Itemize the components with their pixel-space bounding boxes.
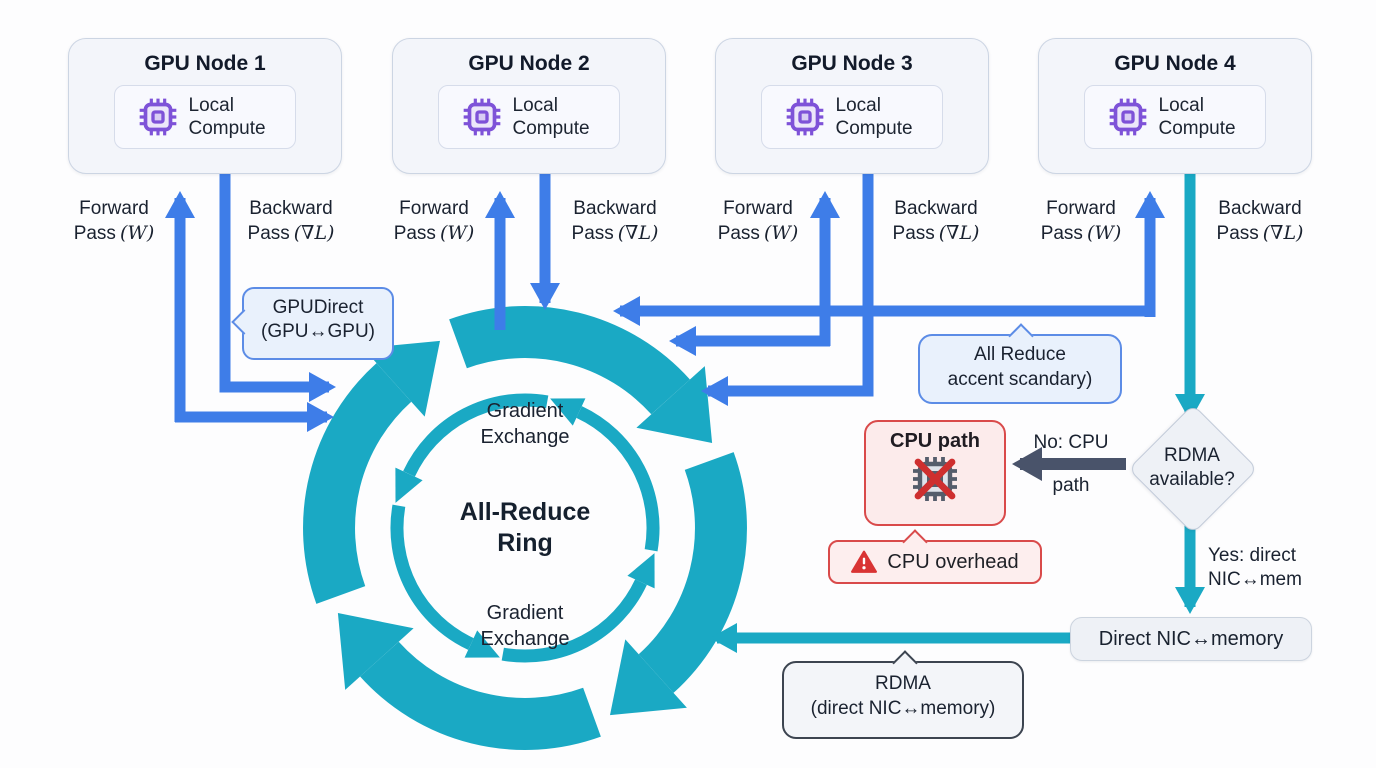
- direct-nic-memory-label: Direct NIC↔memory: [1098, 627, 1284, 650]
- all-reduce-ring-label: All-Reduce Ring: [459, 498, 591, 557]
- all-reduce-callout: All Reduce accent scandary): [918, 323, 1122, 404]
- gpu-node-4-title: GPU Node 4: [1114, 52, 1236, 75]
- n3-backward-arrow: [701, 172, 874, 406]
- chip-icon: [1109, 98, 1146, 136]
- local-compute-label-1: Local Compute: [188, 95, 266, 139]
- n1-backward-arrow: [219, 172, 336, 402]
- local-compute-label-3: Local Compute: [835, 95, 913, 139]
- local-compute-box-4: Local Compute: [1084, 85, 1266, 149]
- chip-icon: [786, 98, 823, 136]
- gpu-node-2-title: GPU Node 2: [468, 52, 590, 75]
- no-branch-label: No: CPU path: [1033, 432, 1109, 496]
- warning-icon: [851, 550, 878, 573]
- gpu-node-1-title: GPU Node 1: [144, 52, 266, 75]
- cpu-path-box: CPU path: [864, 420, 1006, 526]
- local-compute-box-3: Local Compute: [761, 85, 943, 149]
- gradient-exchange-bottom-label: Gradient Exchange: [480, 602, 570, 650]
- cpu-overhead-callout: CPU overhead: [828, 529, 1042, 584]
- chip-icon: [463, 98, 500, 136]
- local-compute-label-4: Local Compute: [1158, 95, 1236, 139]
- gpu-node-1: GPU Node 1 Local Compute: [68, 38, 342, 174]
- cpu-path-title: CPU path: [890, 430, 980, 452]
- gpu-node-4: GPU Node 4 Local Compute: [1038, 38, 1312, 174]
- decision-label: RDMA available?: [1149, 445, 1235, 490]
- direct-nic-memory-box: Direct NIC↔memory: [1070, 617, 1312, 661]
- local-compute-label-2: Local Compute: [512, 95, 590, 139]
- cpu-crossed-icon: [913, 457, 957, 501]
- gradient-exchange-top-label: Gradient Exchange: [480, 400, 570, 448]
- chip-icon: [139, 98, 176, 136]
- gpu-node-3-title: GPU Node 3: [791, 52, 913, 75]
- local-compute-box-1: Local Compute: [114, 85, 296, 149]
- rdma-available-decision: RDMA available?: [1127, 403, 1259, 535]
- gpudirect-callout: GPUDirect (GPU↔GPU): [231, 287, 394, 360]
- yes-branch-label: Yes: direct NIC↔mem: [1208, 545, 1302, 590]
- local-compute-box-2: Local Compute: [438, 85, 620, 149]
- gpu-node-3: GPU Node 3 Local Compute: [715, 38, 989, 174]
- gpu-node-2: GPU Node 2 Local Compute: [392, 38, 666, 174]
- cpu-overhead-label: CPU overhead: [887, 550, 1019, 573]
- rdma-callout: RDMA (direct NIC↔memory): [782, 650, 1024, 739]
